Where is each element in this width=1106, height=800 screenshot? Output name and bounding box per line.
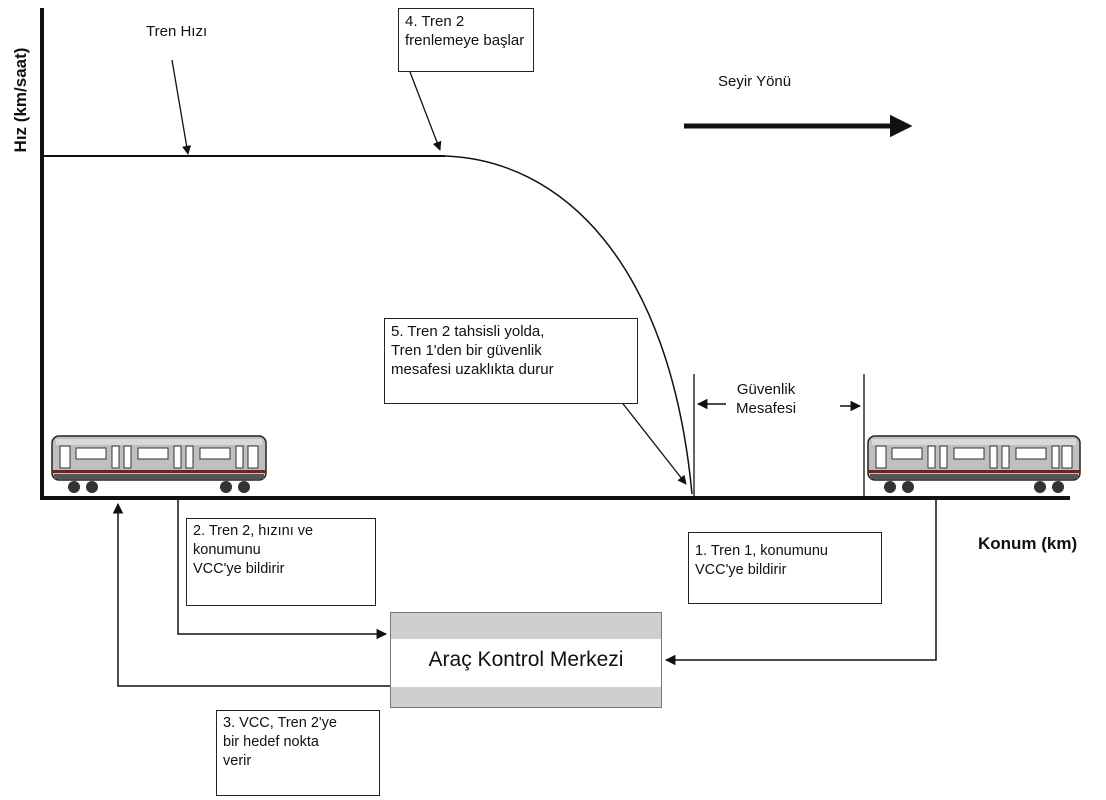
safety-distance-line-1: Güvenlik [736, 380, 796, 399]
safety-distance-line-2: Mesafesi [736, 399, 796, 418]
vehicle-control-center: Araç Kontrol Merkezi [390, 612, 662, 708]
step-3-line-2: bir hedef nokta [223, 733, 373, 752]
step-2-box: 2. Tren 2, hızını ve konumunu VCC'ye bil… [186, 518, 376, 606]
direction-label: Seyir Yönü [718, 72, 791, 91]
step-3-line-1: 3. VCC, Tren 2'ye [223, 714, 373, 733]
step-5-line-1: 5. Tren 2 tahsisli yolda, [391, 322, 631, 341]
step-5-line-2: Tren 1'den bir güvenlik [391, 341, 631, 360]
train-2 [52, 436, 266, 493]
stop-point-pointer [620, 400, 686, 484]
step-2-line-1: 2. Tren 2, hızını ve [193, 522, 369, 541]
x-axis-label: Konum (km) [978, 534, 1077, 554]
safety-distance-label: Güvenlik Mesafesi [736, 380, 796, 418]
train-1 [868, 436, 1080, 493]
train-speed-pointer [172, 60, 188, 154]
step-4-line-1: 4. Tren 2 [405, 12, 527, 31]
step-5-box: 5. Tren 2 tahsisli yolda, Tren 1'den bir… [384, 318, 638, 404]
step-2-line-3: VCC'ye bildirir [193, 560, 369, 579]
braking-start-pointer [410, 72, 440, 150]
step-4-line-2: frenlemeye başlar [405, 31, 527, 50]
y-axis-label: Hız (km/saat) [11, 15, 31, 185]
vehicle-control-center-label: Araç Kontrol Merkezi [391, 648, 661, 672]
step-5-line-3: mesafesi uzaklıkta durur [391, 360, 631, 379]
step-4-box: 4. Tren 2 frenlemeye başlar [398, 8, 534, 72]
step-1-line-1: 1. Tren 1, konumunu [695, 542, 875, 561]
step-3-line-3: verir [223, 752, 373, 771]
step-3-box: 3. VCC, Tren 2'ye bir hedef nokta verir [216, 710, 380, 796]
step-1-box: 1. Tren 1, konumunu VCC'ye bildirir [688, 532, 882, 604]
train-speed-label: Tren Hızı [146, 22, 207, 41]
step-1-line-2: VCC'ye bildirir [695, 561, 875, 580]
step-2-line-2: konumunu [193, 541, 369, 560]
